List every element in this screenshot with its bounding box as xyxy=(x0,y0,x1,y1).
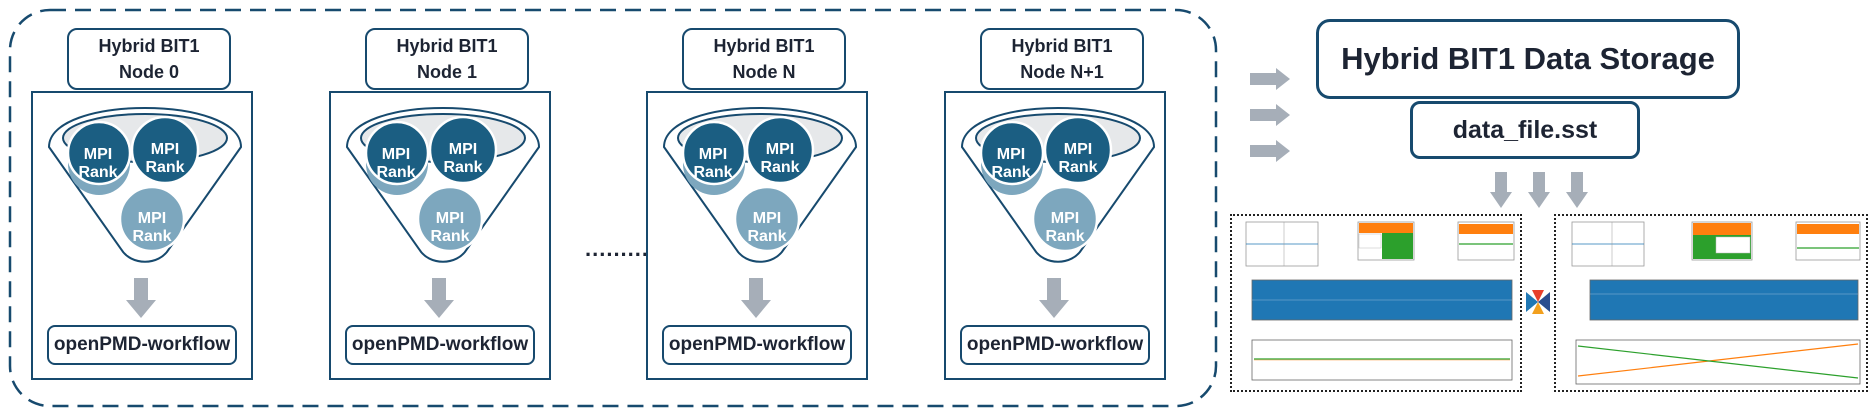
node-title-box: Hybrid BIT1 Node N+1 xyxy=(980,28,1144,90)
down-arrow-icon xyxy=(1490,172,1512,208)
node-title-line1: Hybrid BIT1 xyxy=(396,36,498,56)
data-storage-title: Hybrid BIT1 Data Storage xyxy=(1316,19,1740,99)
funnel-icon xyxy=(662,107,858,263)
funnel-icon xyxy=(345,107,541,263)
right-arrow-icon xyxy=(1250,104,1290,126)
down-arrow-icon xyxy=(424,278,454,318)
node-title-line2: Node 1 xyxy=(416,62,477,82)
openpmd-workflow-box: openPMD-workflow xyxy=(47,325,237,365)
down-arrow-icon xyxy=(1566,172,1588,208)
down-arrow-icon xyxy=(741,278,771,318)
node-title-box: Hybrid BIT1 Node 1 xyxy=(365,28,529,90)
data-file-box: data_file.sst xyxy=(1410,101,1640,159)
output-plots-panel-right xyxy=(1554,214,1868,392)
plots-thumbnail xyxy=(1245,221,1515,381)
openpmd-workflow-box: openPMD-workflow xyxy=(960,325,1150,365)
output-plots-panel-left xyxy=(1230,214,1522,392)
down-arrow-icon xyxy=(1528,172,1550,208)
openpmd-workflow-box: openPMD-workflow xyxy=(662,325,852,365)
ellipsis: ......... xyxy=(585,236,650,261)
openpmd-workflow-box: openPMD-workflow xyxy=(345,325,535,365)
node-title-line1: Hybrid BIT1 xyxy=(713,36,815,56)
funnel-icon xyxy=(960,107,1156,263)
right-arrow-icon xyxy=(1250,140,1290,162)
down-arrow-icon xyxy=(126,278,156,318)
node-title-line1: Hybrid BIT1 xyxy=(98,36,200,56)
node-title-line2: Node N xyxy=(732,62,796,82)
plots-thumbnail xyxy=(1571,221,1861,385)
adios-logo-icon xyxy=(1526,290,1550,314)
node-title-line2: Node N+1 xyxy=(1020,62,1104,82)
node-title-box: Hybrid BIT1 Node N xyxy=(682,28,846,90)
right-arrow-icon xyxy=(1250,68,1290,90)
funnel-icon xyxy=(47,107,243,263)
nodes-group-border xyxy=(8,8,1218,408)
node-title-line2: Node 0 xyxy=(118,62,179,82)
node-title-box: Hybrid BIT1 Node 0 xyxy=(67,28,231,90)
down-arrow-icon xyxy=(1039,278,1069,318)
node-title-line1: Hybrid BIT1 xyxy=(1011,36,1113,56)
